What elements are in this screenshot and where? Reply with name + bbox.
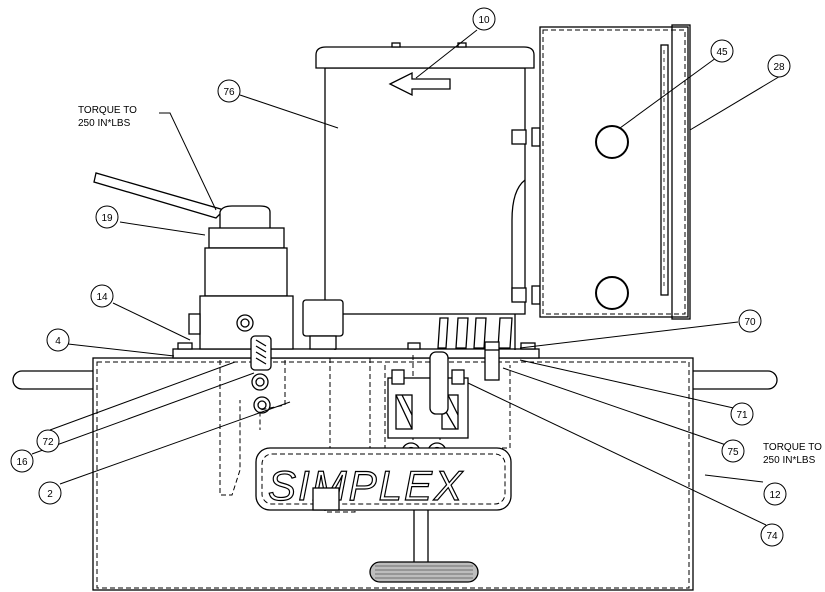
callout-12-label: 12 [769, 490, 781, 501]
callout-10: 10 [472, 7, 496, 31]
callout-75-label: 75 [727, 447, 739, 458]
relief-fitting [302, 299, 344, 350]
callout-72: 72 [36, 429, 60, 453]
simplex-logo-plate: SIMPLEX [255, 447, 512, 511]
leader-lines [31, 29, 783, 526]
simplex-logo: SIMPLEX [268, 462, 464, 509]
callout-45: 45 [710, 39, 734, 63]
electrical-box [511, 24, 691, 320]
check-valve-block [387, 351, 469, 462]
base-plate [172, 342, 540, 359]
switch-upper [595, 125, 629, 159]
rotation-arrow [388, 71, 451, 97]
torque-note-right: TORQUE TO 250 IN*LBS [763, 442, 822, 466]
torque-note-top-left: TORQUE TO 250 IN*LBS [78, 105, 137, 129]
callout-76: 76 [217, 79, 241, 103]
callout-45-label: 45 [716, 47, 728, 58]
callout-28: 28 [767, 54, 791, 78]
torque-note-right-line2: 250 IN*LBS [763, 455, 816, 466]
callout-16-label: 16 [16, 457, 28, 468]
callout-14-label: 14 [96, 292, 108, 303]
callout-16: 16 [10, 449, 34, 473]
callout-2: 2 [38, 481, 62, 505]
mount-bolt [484, 341, 500, 381]
callout-70-label: 70 [744, 317, 756, 328]
torque-note-top-left-line2: 250 IN*LBS [78, 118, 131, 129]
callout-19: 19 [95, 205, 119, 229]
callout-4: 4 [46, 328, 70, 352]
callout-10-label: 10 [478, 15, 490, 26]
callout-71: 71 [730, 402, 754, 426]
torque-note-right-line1: TORQUE TO [763, 442, 822, 453]
torque-note-top-left-line1: TORQUE TO [78, 105, 137, 116]
right-handle [693, 370, 778, 390]
left-handle [12, 370, 93, 390]
valve-handle [93, 172, 226, 219]
callout-70: 70 [738, 309, 762, 333]
suction-filter [369, 510, 479, 583]
hose-fitting [250, 335, 272, 414]
valve-assembly [93, 172, 294, 350]
callout-2-label: 2 [47, 489, 53, 500]
callout-12: 12 [763, 482, 787, 506]
callout-19-label: 19 [101, 213, 113, 224]
callout-28-label: 28 [773, 62, 785, 73]
motor-fins [437, 317, 513, 349]
callout-75: 75 [721, 439, 745, 463]
callout-72-label: 72 [42, 437, 54, 448]
callout-71-label: 71 [736, 410, 748, 421]
callout-76-label: 76 [223, 87, 235, 98]
callout-74: 74 [760, 523, 784, 547]
electric-motor [315, 42, 535, 350]
switch-lower [595, 276, 629, 310]
callout-14: 14 [90, 284, 114, 308]
callout-74-label: 74 [766, 531, 778, 542]
callout-4-label: 4 [55, 336, 61, 347]
